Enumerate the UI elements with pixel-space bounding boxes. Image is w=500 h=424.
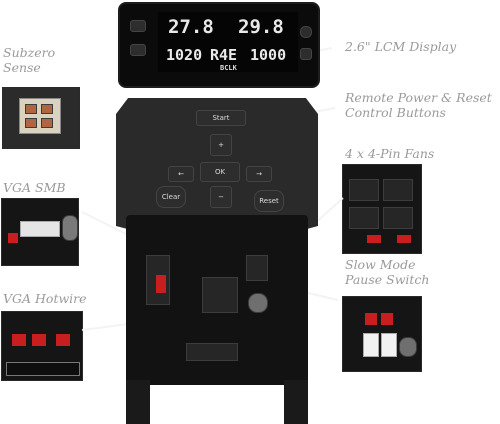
red-jumper bbox=[156, 275, 166, 293]
clear-button[interactable]: Clear bbox=[156, 186, 186, 208]
lcd-bclk: BCLK bbox=[220, 64, 237, 72]
label-subzero-sense: Subzero Sense bbox=[3, 45, 56, 75]
reset-button[interactable]: Reset bbox=[254, 190, 284, 212]
fans-photo bbox=[342, 164, 422, 254]
start-button[interactable]: Start bbox=[196, 110, 246, 126]
reset-icon[interactable] bbox=[300, 48, 312, 60]
plus-button[interactable]: + bbox=[210, 134, 232, 156]
lcd-value-left: 1020 bbox=[166, 46, 203, 64]
label-slow-mode: Slow Mode Pause Switch bbox=[345, 257, 430, 287]
slow-mode-photo bbox=[342, 296, 422, 372]
minus-button[interactable]: − bbox=[210, 186, 232, 208]
subzero-sense-photo bbox=[2, 87, 80, 149]
connector bbox=[246, 255, 268, 281]
power-icon[interactable] bbox=[300, 26, 312, 38]
right-button[interactable]: → bbox=[246, 166, 272, 182]
lcd-left-top-button[interactable] bbox=[130, 20, 146, 32]
lcd-temp-right: 29.8 bbox=[238, 16, 284, 38]
os-panel-device: 27.8 29.8 1020 R4E 1000 BCLK Start + ← O… bbox=[112, 0, 322, 424]
lcd-left-bottom-button[interactable] bbox=[130, 44, 146, 56]
label-lcm-display: 2.6" LCM Display bbox=[345, 39, 457, 54]
controller-chip bbox=[202, 277, 238, 313]
label-fans: 4 x 4-Pin Fans bbox=[345, 146, 435, 161]
label-vga-smb: VGA SMB bbox=[3, 180, 66, 195]
left-button[interactable]: ← bbox=[168, 166, 194, 182]
pcb-board bbox=[126, 215, 308, 385]
vga-hotwire-photo bbox=[1, 311, 83, 381]
lcd-screen: 27.8 29.8 1020 R4E 1000 BCLK bbox=[158, 12, 298, 72]
left-leg bbox=[126, 380, 150, 424]
label-remote-power-reset: Remote Power & Reset Control Buttons bbox=[345, 90, 492, 120]
lcd-value-right: 1000 bbox=[250, 46, 287, 64]
connector-bottom bbox=[186, 343, 238, 361]
ok-button[interactable]: OK bbox=[200, 162, 240, 182]
lcd-temp-left: 27.8 bbox=[168, 16, 214, 38]
label-vga-hotwire: VGA Hotwire bbox=[3, 291, 87, 306]
capacitor bbox=[248, 293, 268, 313]
right-leg bbox=[284, 380, 308, 424]
lcd-display: 27.8 29.8 1020 R4E 1000 BCLK bbox=[118, 2, 320, 88]
header bbox=[146, 255, 170, 305]
lcd-value-mid: R4E bbox=[210, 46, 238, 64]
vga-smb-photo bbox=[1, 198, 79, 266]
